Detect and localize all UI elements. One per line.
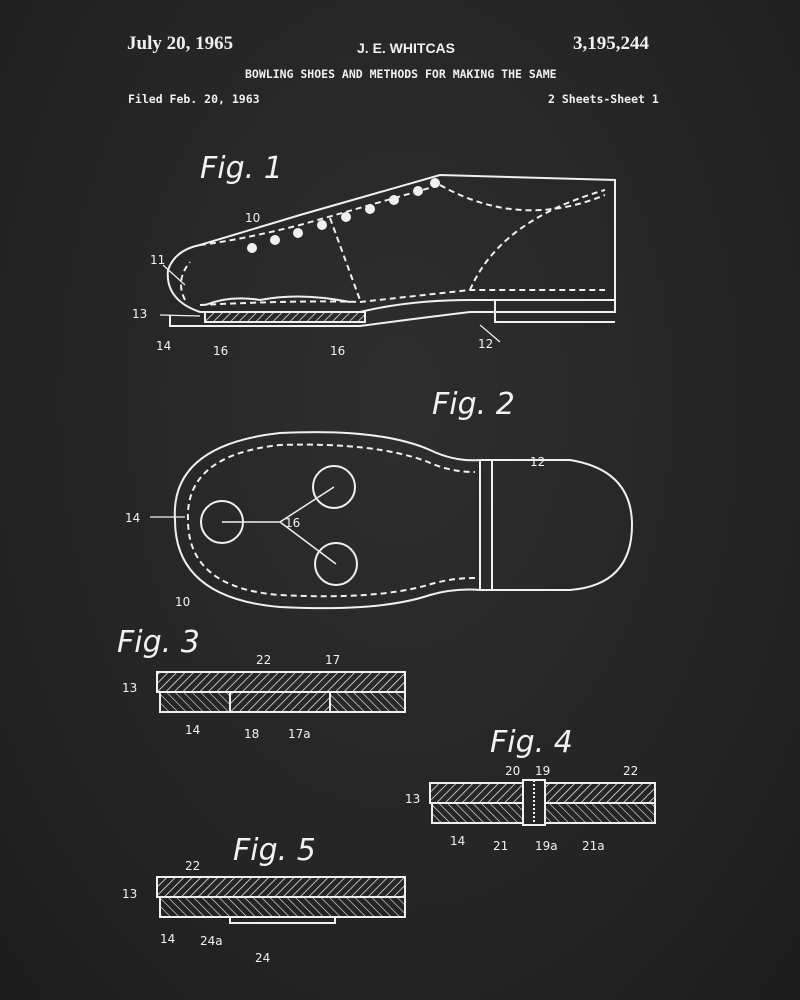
fig3-label-14: 14	[185, 723, 200, 737]
fig2-label-10: 10	[175, 595, 190, 609]
fig4-label-21a: 21a	[582, 839, 605, 853]
fig2-title: Fig. 2	[432, 387, 515, 422]
fig5-label-22: 22	[185, 859, 200, 873]
fig1-label-10: 10	[245, 211, 260, 225]
fig4-label-22: 22	[623, 764, 638, 778]
fig1-label-14: 14	[156, 339, 171, 353]
fig3-label-22: 22	[256, 653, 271, 667]
fig4-label-21: 21	[493, 839, 508, 853]
fig5-label-24: 24	[255, 951, 270, 965]
sheet-count: 2 Sheets-Sheet 1	[548, 92, 659, 106]
fig5-title: Fig. 5	[233, 833, 316, 868]
fig1-label-11: 11	[150, 253, 165, 267]
fig4-label-14: 14	[450, 834, 465, 848]
fig4-title: Fig. 4	[490, 725, 573, 760]
fig2-label-14: 14	[125, 511, 140, 525]
fig4-cross-section: Fig. 4 20 19 22 13 14 21 19a 21a	[405, 725, 656, 853]
fig5-cross-section: Fig. 5 22 13 14 24a 24	[122, 833, 406, 965]
fig1-label-16a: 16	[213, 344, 228, 358]
fig2-sole-bottom-view: Fig. 2 12 14 16 10	[125, 387, 634, 610]
fig5-label-14: 14	[160, 932, 175, 946]
patent-date: July 20, 1965	[127, 33, 234, 54]
fig1-title: Fig. 1	[200, 151, 283, 186]
fig2-label-12: 12	[530, 455, 545, 469]
fig4-label-19: 19	[535, 764, 550, 778]
fig4-label-19a: 19a	[535, 839, 558, 853]
fig3-label-17a: 17a	[288, 727, 311, 741]
fig1-label-12: 12	[478, 337, 493, 351]
patent-number: 3,195,244	[573, 33, 649, 54]
inventor-name: J. E. WHITCAS	[357, 40, 456, 56]
fig3-label-13: 13	[122, 681, 137, 695]
fig4-label-13: 13	[405, 792, 420, 806]
filed-date: Filed Feb. 20, 1963	[128, 92, 260, 106]
fig3-label-18: 18	[244, 727, 259, 741]
fig1-label-16b: 16	[330, 344, 345, 358]
fig1-label-13: 13	[132, 307, 147, 321]
fig2-label-16: 16	[285, 516, 300, 530]
fig1-shoe-side-view: Fig. 1 10 11 13 14 16 16 12	[132, 151, 616, 358]
fig3-label-17: 17	[325, 653, 340, 667]
patent-title: BOWLING SHOES AND METHODS FOR MAKING THE…	[245, 67, 557, 81]
fig3-title: Fig. 3	[117, 625, 200, 660]
fig5-label-24a: 24a	[200, 934, 223, 948]
fig4-label-20: 20	[505, 764, 520, 778]
fig3-cross-section: Fig. 3 22 17 13 14 18 17a	[117, 625, 406, 741]
fig5-label-13: 13	[122, 887, 137, 901]
